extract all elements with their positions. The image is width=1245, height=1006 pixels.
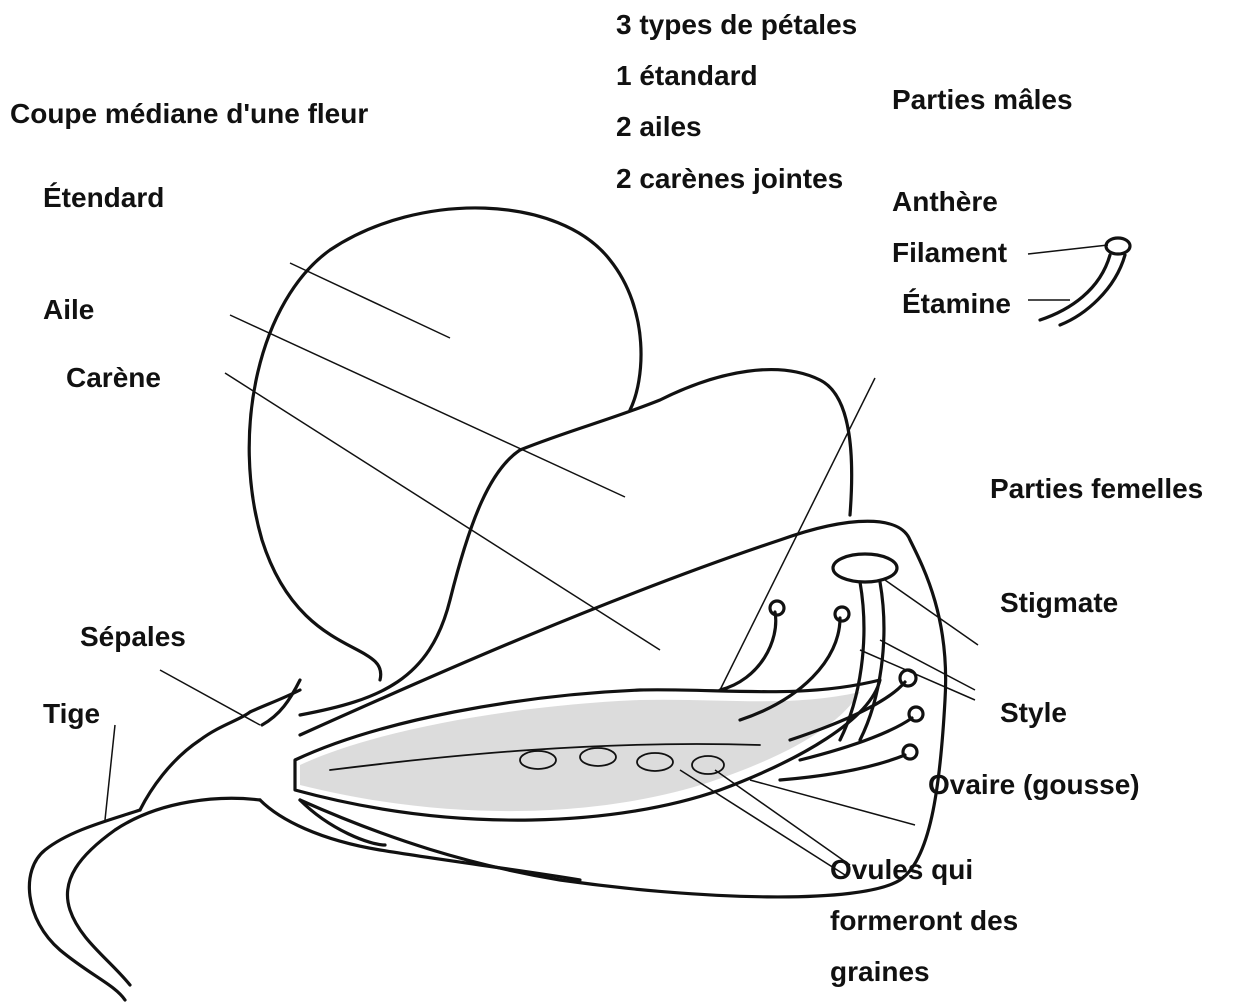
inset-anther xyxy=(1106,238,1130,254)
inset-filament xyxy=(1040,255,1110,320)
stigma-shape xyxy=(833,554,897,582)
leader-stem xyxy=(105,725,115,820)
anther-shape xyxy=(900,670,916,686)
petal-type-keels: 2 carènes jointes xyxy=(616,162,843,196)
anther-shape xyxy=(909,707,923,721)
leader-standard xyxy=(290,263,450,338)
label-sepals: Sépales xyxy=(80,620,186,654)
inset-filament-inner xyxy=(1060,255,1125,325)
label-stamen: Étamine xyxy=(902,287,1011,321)
label-stigma: Stigmate xyxy=(1000,586,1118,620)
petal-type-standard: 1 étandard xyxy=(616,59,758,93)
stem-outline xyxy=(29,810,140,1000)
label-stem: Tige xyxy=(43,697,100,731)
leader-sepals xyxy=(160,670,260,725)
sepal-outline xyxy=(262,680,300,725)
leader-filament xyxy=(1028,245,1108,254)
leader-ovules-1 xyxy=(680,770,845,875)
leader-petals xyxy=(720,378,875,690)
label-anther: Anthère xyxy=(892,185,998,219)
label-style: Style xyxy=(1000,696,1067,730)
diagram-title: Coupe médiane d'une fleur xyxy=(10,97,368,131)
petal-types-heading: 3 types de pétales xyxy=(616,8,857,42)
stamen-filament xyxy=(780,755,905,780)
anther-shape xyxy=(770,601,784,615)
standard-petal-outline xyxy=(249,208,641,680)
label-keel: Carène xyxy=(66,361,161,395)
anther-shape xyxy=(903,745,917,759)
ovary-fill xyxy=(300,692,860,811)
label-ovules-line3: graines xyxy=(830,955,930,989)
sepal-outline xyxy=(140,690,300,810)
stem-outline-inner xyxy=(67,798,260,985)
leader-keel xyxy=(225,373,660,650)
receptacle-outline xyxy=(260,800,580,880)
label-ovary: Ovaire (gousse) xyxy=(928,768,1140,802)
stamen-filament xyxy=(720,612,776,690)
female-parts-heading: Parties femelles xyxy=(990,472,1203,506)
anther-shape xyxy=(835,607,849,621)
label-ovules-line1: Ovules qui xyxy=(830,853,973,887)
leader-ovules-2 xyxy=(715,770,850,865)
label-filament: Filament xyxy=(892,236,1007,270)
label-wing: Aile xyxy=(43,293,94,327)
male-parts-heading: Parties mâles xyxy=(892,83,1073,117)
leader-wing xyxy=(230,315,625,497)
label-ovules-line2: formeront des xyxy=(830,904,1018,938)
petal-type-wings: 2 ailes xyxy=(616,110,702,144)
leader-ovary xyxy=(750,780,915,825)
label-standard: Étendard xyxy=(43,181,164,215)
